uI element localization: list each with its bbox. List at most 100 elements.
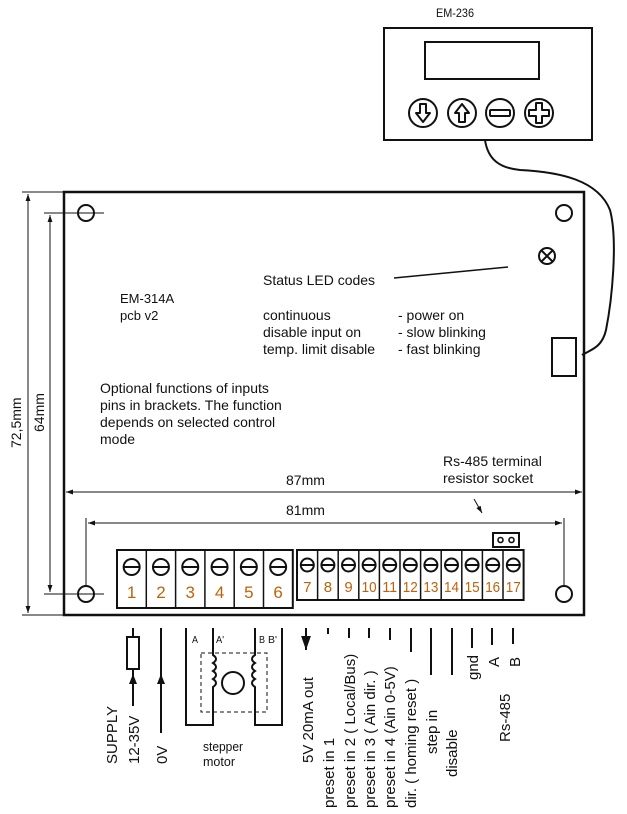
led-condition-1: disable input on [263, 324, 361, 340]
supply-arrow-icon [129, 674, 137, 684]
dimension-width-inner-label: 81mm [286, 502, 325, 518]
terminal-number: 16 [485, 579, 500, 596]
dimension-height-inner-label: 64mm [31, 393, 47, 432]
terminal-16[interactable]: 16 [481, 550, 501, 600]
terminal-17[interactable]: 17 [502, 550, 521, 600]
dimension-width-outer-label: 87mm [286, 472, 325, 488]
led-meaning-1: - slow blinking [398, 324, 486, 340]
led-meaning-2: - fast blinking [398, 341, 480, 357]
screw-icon [423, 557, 439, 573]
terminal-number: 3 [186, 583, 195, 602]
rs485-terminal-resistor-socket[interactable] [492, 532, 520, 548]
terminal-14[interactable]: 14 [440, 550, 459, 600]
display-cable [484, 139, 615, 356]
motor-label-line-1: stepper [203, 739, 244, 754]
screw-icon [444, 557, 459, 573]
dimension-width-outer: 87mm [66, 472, 582, 495]
terminal-12[interactable]: 12 [399, 550, 418, 600]
supply-wiring: SUPPLY 12-35V 0V [104, 628, 171, 764]
terminal-number: 9 [344, 579, 352, 596]
terminal-number: 10 [362, 579, 377, 596]
terminal-5[interactable]: 5 [233, 550, 258, 608]
dimension-height-outer: 72,5mm [8, 191, 64, 616]
led-codes-title: Status LED codes [263, 272, 375, 288]
coil-b2-label: B' [268, 635, 277, 646]
ground-arrow-icon [157, 674, 165, 684]
terminal-10[interactable]: 10 [358, 550, 377, 600]
status-led-icon [538, 247, 556, 265]
coil-a-label: A [192, 635, 198, 646]
terminal-8[interactable]: 8 [316, 550, 336, 600]
signal-label: preset in 1 [321, 738, 338, 808]
motor-rotor-icon [221, 671, 245, 695]
screw-icon [299, 557, 315, 573]
terminal-1[interactable]: 1 [122, 558, 141, 602]
terminal-9[interactable]: 9 [337, 550, 356, 600]
minus-icon [489, 109, 511, 117]
plus-icon [528, 102, 550, 124]
coil-a2-label: A' [216, 635, 224, 646]
note-line-0: Optional functions of inputs [100, 380, 269, 396]
terminal-15[interactable]: 15 [461, 550, 480, 600]
led-condition-0: continuous [263, 307, 331, 323]
terminal-13[interactable]: 13 [419, 550, 439, 600]
stepper-motor: A A' B B' stepper motor [185, 628, 283, 769]
signal-label: preset in 4 (Ain 0-5V) [382, 666, 399, 808]
screw-icon [361, 557, 377, 573]
screw-icon [485, 557, 501, 573]
signal-7: 5V 20mA out [300, 628, 317, 763]
minus-button[interactable] [485, 98, 515, 128]
motor-housing-outline [200, 652, 268, 713]
terminal-3[interactable]: 3 [174, 550, 200, 608]
terminal-number: 2 [156, 583, 165, 602]
screw-icon [341, 557, 356, 573]
terminal-number: 5 [244, 583, 253, 602]
terminal-4[interactable]: 4 [204, 550, 229, 608]
led-meaning-0: - power on [398, 307, 464, 323]
screw-icon [505, 557, 521, 573]
signal-14: disable [444, 628, 461, 777]
dimension-width-inner: 81mm [85, 502, 565, 586]
up-button[interactable] [447, 98, 477, 128]
rs485-socket-label-0: Rs-485 terminal [443, 453, 542, 469]
rs485-socket-label-1: resistor socket [443, 470, 533, 486]
terminal-2[interactable]: 2 [145, 550, 170, 608]
signal-label: preset in 2 ( Local/Bus) [342, 654, 359, 808]
terminal-number: 14 [444, 579, 459, 596]
note-line-3: mode [100, 431, 135, 447]
terminal-7[interactable]: 7 [299, 557, 315, 597]
signal-terminal-block-outline [296, 549, 525, 601]
motor-label-line-2: motor [203, 754, 236, 769]
dimension-height-outer-label: 72,5mm [8, 397, 24, 448]
lcd-screen [424, 41, 540, 80]
down-button[interactable] [408, 98, 438, 128]
ground-label: 0V [154, 746, 171, 764]
signal-label: preset in 3 ( Ain dir. ) [362, 670, 379, 808]
signal-label: B [507, 657, 524, 667]
supply-label: SUPPLY [104, 706, 121, 764]
coil-b-label: B [259, 635, 265, 646]
signal-16: A [486, 628, 503, 667]
terminal-6[interactable]: 6 [262, 550, 288, 608]
display-module-housing [383, 27, 593, 141]
signal-12: dir. ( homing reset ) [403, 628, 420, 808]
note-line-1: pins in brackets. The function [100, 397, 282, 413]
signal-13: step in [424, 628, 441, 754]
screw-icon [464, 557, 480, 573]
screw-icon [151, 558, 170, 576]
plus-button[interactable] [524, 98, 554, 128]
signal-label: dir. ( homing reset ) [403, 679, 420, 808]
screw-icon [239, 558, 258, 576]
signal-label: gnd [465, 655, 482, 680]
signal-label: A [486, 657, 503, 667]
arrow-up-icon [454, 103, 470, 123]
screw-icon [210, 558, 229, 576]
dimension-height-inner: 64mm [31, 212, 104, 595]
signal-label: 5V 20mA out [300, 676, 317, 763]
board-model: EM-314A [120, 291, 175, 306]
terminal-11[interactable]: 11 [378, 550, 398, 600]
pcb-outline [62, 190, 586, 617]
terminal-number: 13 [423, 579, 438, 596]
screw-icon [402, 557, 418, 573]
